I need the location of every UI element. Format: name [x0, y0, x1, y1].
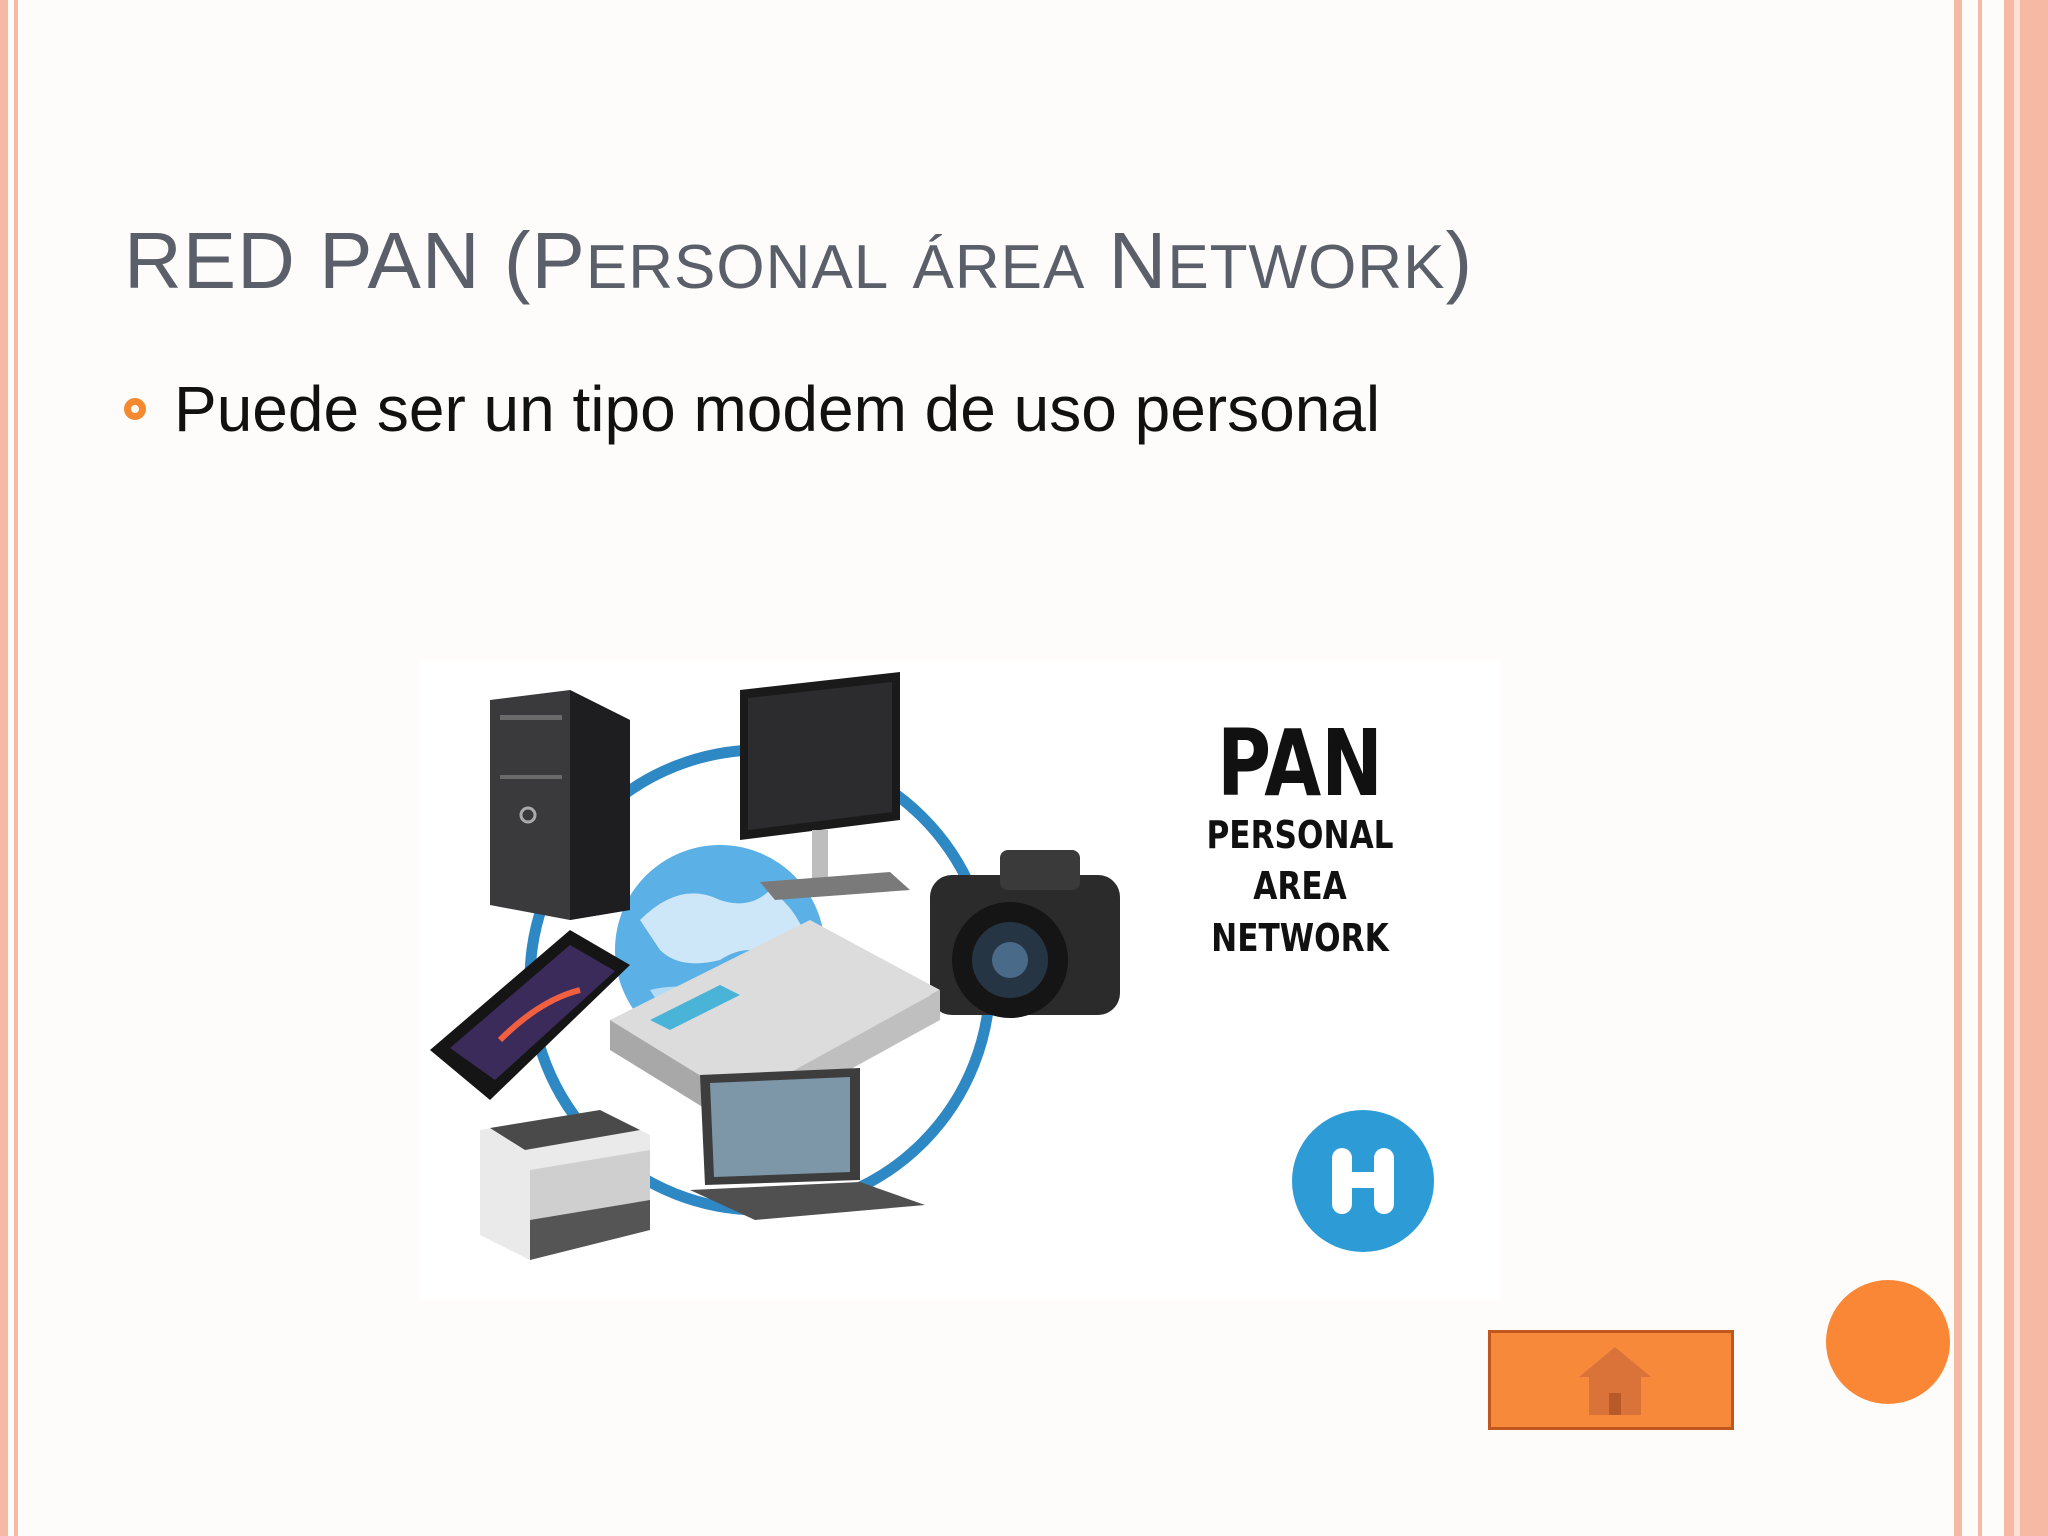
- frame-stripe-right: [1954, 0, 1962, 1536]
- home-button[interactable]: [1488, 1330, 1734, 1430]
- pan-line-network: NETWORK: [1211, 915, 1389, 960]
- bullet-text: Puede ser un tipo modem de uso personal: [174, 373, 1381, 445]
- pan-line-personal: PERSONAL: [1206, 813, 1394, 857]
- pan-line-area: AREA: [1253, 864, 1347, 909]
- decorative-orange-circle: [1826, 1280, 1950, 1404]
- pan-illustration: [420, 660, 1500, 1300]
- circle-bullet-icon: [124, 398, 146, 420]
- frame-stripe-left-thin: [14, 0, 18, 1536]
- printer-icon: [480, 1110, 650, 1260]
- home-icon: [1579, 1347, 1651, 1415]
- frame-band-right: [2004, 0, 2048, 1536]
- laptop-icon: [690, 1068, 925, 1220]
- bullet-item: Puede ser un tipo modem de uso personal: [124, 372, 1380, 446]
- monitor-icon: [740, 672, 910, 900]
- desktop-tower-icon: [490, 690, 630, 920]
- pan-label-block: PAN PERSONAL AREA NETWORK: [1180, 718, 1420, 964]
- pan-title: PAN: [1217, 710, 1383, 817]
- slide-title: RED PAN (Personal área Network): [124, 216, 1474, 305]
- smartphone-icon: [430, 930, 630, 1100]
- h-logo-icon: [1292, 1110, 1434, 1252]
- pan-devices-diagram: [430, 672, 1120, 1260]
- frame-band-right-highlight: [2014, 0, 2020, 1536]
- frame-stripe-left: [0, 0, 8, 1536]
- camera-icon: [930, 850, 1120, 1018]
- frame-stripe-right-thin: [1978, 0, 1982, 1536]
